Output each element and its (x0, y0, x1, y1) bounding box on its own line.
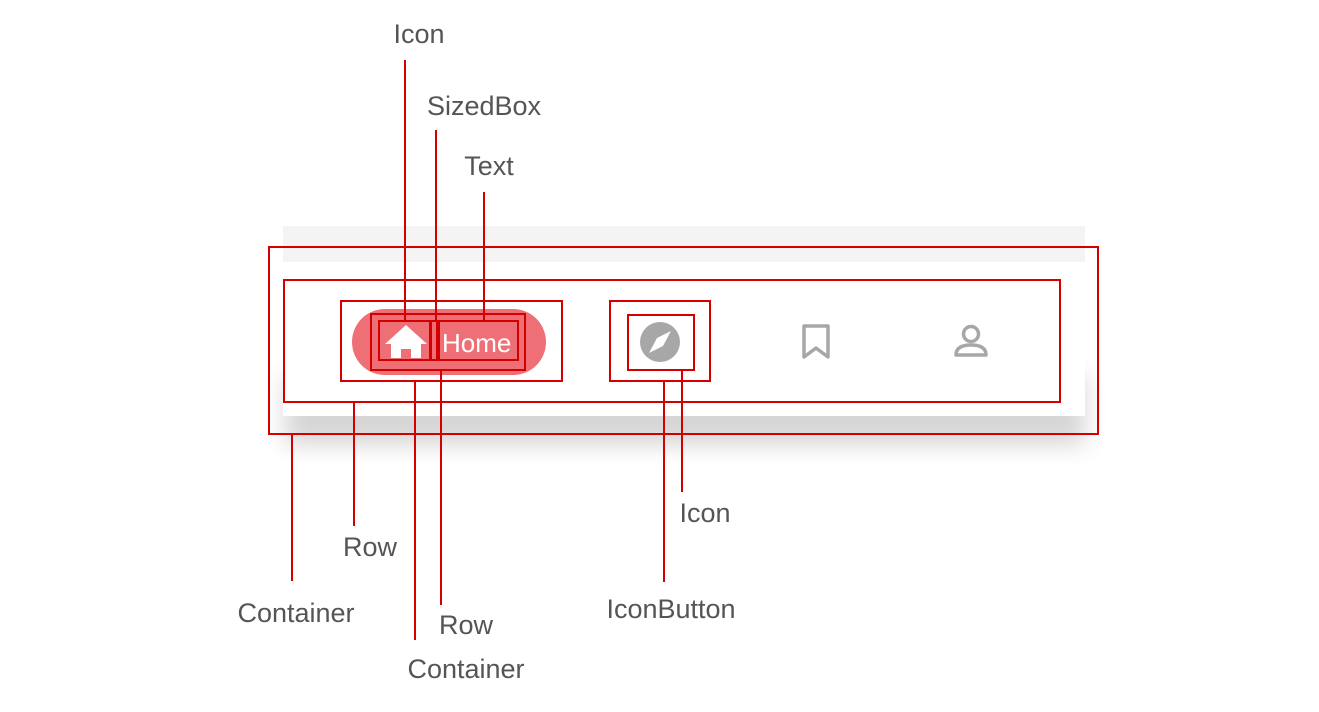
sizedbox-label: SizedBox (427, 91, 542, 121)
compass-needle-icon (649, 331, 671, 353)
iconbutton-label: IconButton (606, 594, 735, 624)
row-inner-label: Row (439, 610, 494, 640)
row-outer-box (283, 279, 1061, 403)
annotation-labels: Icon SizedBox Text Container Row Contain… (237, 19, 735, 684)
row-inner-box (370, 313, 526, 371)
container-outer-box (268, 246, 1099, 435)
container-outer-label: Container (237, 598, 354, 628)
text-label: Text (464, 151, 514, 181)
text-box (438, 320, 519, 361)
sizedbox-box (430, 320, 438, 361)
home-nav-item[interactable]: Home (352, 309, 546, 375)
person-icon (961, 324, 981, 344)
bookmark-icon[interactable] (802, 324, 830, 359)
leader-lines (291, 60, 683, 640)
icon-button-icon-box (627, 314, 695, 371)
explore-nav-button[interactable] (640, 322, 680, 362)
icon-top-label: Icon (393, 19, 444, 49)
home-pill (352, 309, 546, 375)
home-icon (385, 325, 427, 358)
bottom-navigation-bar: Home (283, 226, 1085, 445)
home-label: Home (442, 328, 511, 358)
person-body-icon (954, 343, 988, 357)
container-inner-box (340, 300, 563, 382)
row-outer-label: Row (343, 532, 398, 562)
person-nav-button[interactable] (954, 324, 988, 357)
highlight-boxes (268, 246, 1099, 435)
iconbutton-box (609, 300, 711, 382)
container-inner-label: Container (407, 654, 524, 684)
icon-bottom-label: Icon (679, 498, 730, 528)
